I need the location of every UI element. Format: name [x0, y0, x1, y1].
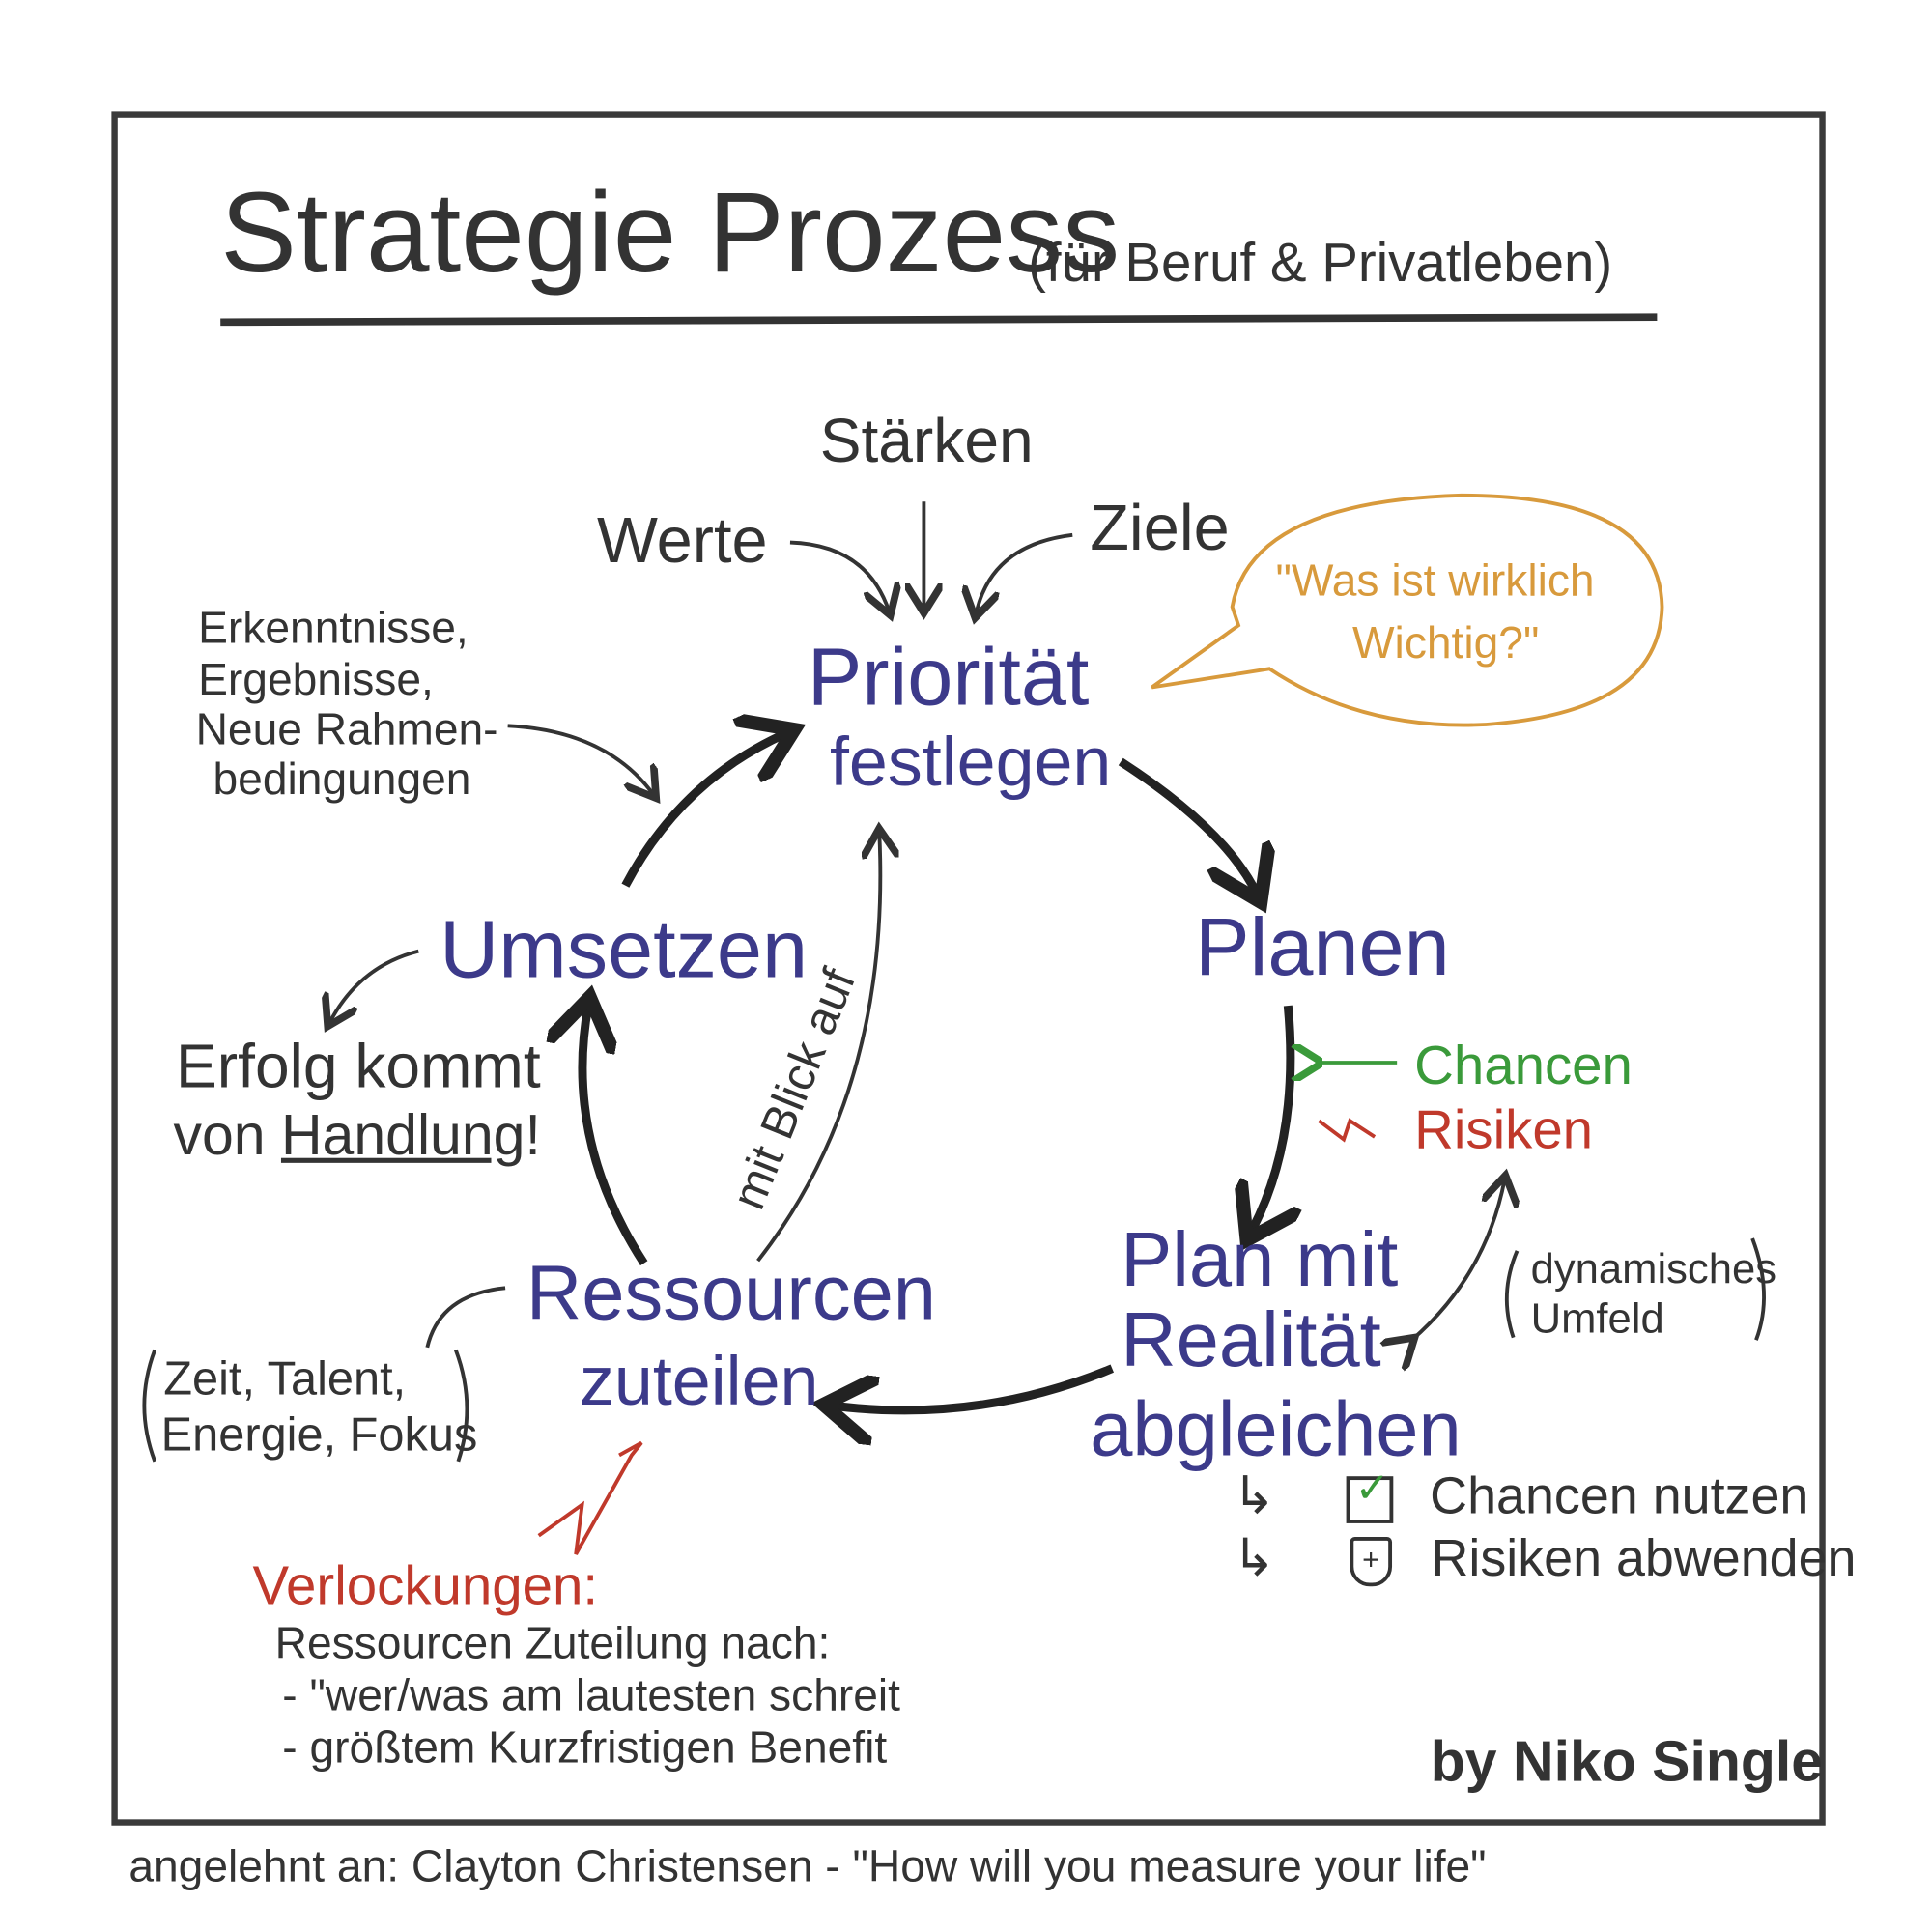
verlockungen-arrow [537, 1440, 643, 1555]
subtitle: (für Beruf & Privatleben) [1028, 233, 1613, 294]
arrow-umfeld [1412, 1179, 1505, 1341]
erfolg-2: von Handlung! [173, 1102, 541, 1167]
outcome-label: Risiken abwenden [1431, 1528, 1857, 1587]
chancen-label: Chancen [1414, 1035, 1633, 1096]
title-underline [220, 313, 1658, 327]
step-abgleichen-2: Realität [1121, 1297, 1381, 1384]
title: Strategie Prozess [220, 169, 1121, 297]
input-werte: Werte [596, 505, 768, 578]
verlockungen-title: Verlockungen: [252, 1555, 599, 1617]
feedback-4: bedingungen [213, 753, 471, 805]
feedback-3: Neue Rahmen- [195, 703, 498, 754]
frame-border [111, 111, 1826, 1826]
arrow-ressourcen-list [425, 1286, 506, 1349]
arrow-werte [789, 540, 890, 612]
bracket-umfeld-right [1750, 1237, 1766, 1341]
ressourcen-list-2: Energie, Fokus [160, 1408, 478, 1462]
umfeld-1: dynamisches [1530, 1245, 1777, 1293]
checkbox-icon: ✓ [1346, 1466, 1394, 1523]
speech-bubble [1151, 493, 1664, 727]
arrow-ressourcen-umsetzen [582, 1006, 648, 1266]
arrow-prioritaet-planen [1118, 757, 1257, 894]
arrow-planen-abgleichen [1251, 1005, 1291, 1233]
verlockungen-item-1: - "wer/was am lautesten schreit [282, 1669, 901, 1720]
step-ressourcen-1: Ressourcen [526, 1250, 937, 1337]
umfeld-2: Umfeld [1530, 1295, 1664, 1343]
step-umsetzen: Umsetzen [440, 902, 809, 995]
outcome-label: Chancen nutzen [1430, 1465, 1809, 1525]
input-ziele: Ziele [1090, 493, 1230, 565]
arrow-mit-blick-auf [756, 833, 881, 1263]
feedback-2: Ergebnisse, [198, 653, 434, 705]
speech-line-1: "Was ist wirklich [1275, 554, 1595, 606]
return-arrow-icon: ↳ [1232, 1465, 1276, 1525]
risiken-label: Risiken [1414, 1099, 1594, 1161]
return-arrow-icon: ↳ [1232, 1528, 1276, 1587]
ressourcen-list-1: Zeit, Talent, [163, 1353, 407, 1406]
credit: angelehnt an: Clayton Christensen - "How… [128, 1840, 1487, 1891]
arrow-umsetzen-erfolg [329, 949, 419, 1023]
arrow-abgleichen-ressourcen [833, 1364, 1115, 1410]
arrow-risiken [1318, 1118, 1377, 1143]
handlung-underlined: Handlung [280, 1102, 526, 1167]
bracket-umfeld-left [1504, 1250, 1520, 1339]
feedback-1: Erkenntnisse, [198, 602, 469, 653]
outcome-chancen: ↳ ✓ Chancen nutzen [1232, 1465, 1809, 1525]
input-staerken: Stärken [819, 406, 1034, 476]
arrow-feedback [507, 724, 654, 795]
verlockungen-item-2: - größtem Kurzfristigen Benefit [282, 1721, 888, 1773]
bracket-res-left [142, 1349, 157, 1463]
step-ressourcen-2: zuteilen [579, 1341, 819, 1420]
step-planen: Planen [1195, 900, 1450, 992]
erfolg-1: Erfolg kommt [176, 1031, 541, 1101]
step-abgleichen-3: abgleichen [1090, 1386, 1462, 1473]
arrow-ziele [976, 532, 1073, 614]
outcome-risiken: ↳ + Risiken abwenden [1232, 1528, 1857, 1587]
shield-icon: + [1350, 1536, 1392, 1587]
author: by Niko Single [1430, 1728, 1824, 1794]
arrow-umsetzen-prioritaet [621, 733, 786, 888]
bracket-res-right [453, 1349, 469, 1463]
speech-line-2: Wichtig?" [1351, 616, 1540, 668]
step-abgleichen-1: Plan mit [1121, 1217, 1399, 1303]
step-prioritaet-2: festlegen [829, 722, 1112, 801]
verlockungen-subtitle: Ressourcen Zuteilung nach: [274, 1617, 831, 1668]
step-prioritaet-1: Priorität [807, 630, 1090, 723]
